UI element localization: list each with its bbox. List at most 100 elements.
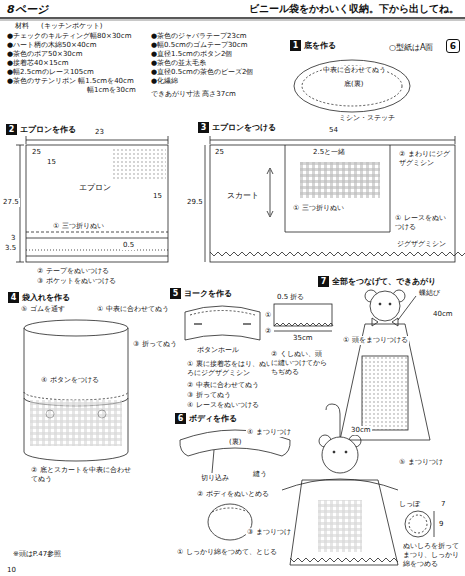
drawing-part xyxy=(285,145,286,232)
pattern-label: スカート xyxy=(226,190,260,201)
drawing-part xyxy=(210,136,211,144)
drawing-part xyxy=(274,323,333,326)
pattern-label: 3 xyxy=(10,234,16,243)
drawing-part xyxy=(212,508,248,512)
drawing-part xyxy=(274,304,332,326)
pattern-label: ② ボディをぬいとめる xyxy=(196,490,270,499)
pattern-label: ① 三つ折りぬい xyxy=(52,222,105,231)
drawing-part xyxy=(0,20,465,21)
pattern-label: ⑤ まつりつけ xyxy=(398,458,444,467)
pattern-label: ④ まつりつけ xyxy=(246,428,292,437)
drawing-part xyxy=(274,331,332,332)
drawing-part xyxy=(190,311,255,316)
step-title: エプロンをつける xyxy=(212,122,276,133)
sheet-number: 6 xyxy=(446,39,460,53)
pattern-label: 10 xyxy=(6,566,17,575)
step-title: 底を作る xyxy=(304,40,336,51)
drawing-part xyxy=(24,320,128,336)
step-title: 全部をつなげて、できあがり xyxy=(332,276,436,287)
drawing-part xyxy=(362,356,408,430)
pattern-label: 29.5 xyxy=(186,198,204,207)
step-number: 3 xyxy=(198,122,209,133)
step-number: 7 xyxy=(318,276,329,287)
pattern-label: 2.5と一緒 xyxy=(312,148,346,157)
pattern-label: ① 中表に合わせてぬう xyxy=(96,305,170,314)
drawing-part xyxy=(26,256,168,257)
pattern-label: 0.5 折る xyxy=(276,293,305,302)
pattern-label: ○型紙はA面 xyxy=(388,42,434,53)
pattern-label: 25 xyxy=(31,148,42,157)
drawing-part xyxy=(398,296,416,320)
pattern-label: 54 xyxy=(328,126,339,135)
drawing-part xyxy=(345,451,347,453)
drawing-part xyxy=(210,140,455,141)
pattern-label: 23 xyxy=(94,128,105,137)
pattern-label: ●幅2.5cmのレース105cm xyxy=(6,68,95,77)
drawing-part xyxy=(24,328,128,461)
pattern-label: ② くしぬい、頭に縫いつけてからちぢめる xyxy=(270,350,328,377)
page-title: ビニール袋をかわいく収納。下から出してね。 xyxy=(249,3,459,15)
step-heading: 1底を作る xyxy=(290,40,336,51)
pattern-label: 40cm xyxy=(432,310,454,319)
pattern-label: ジグザグミシン xyxy=(396,240,447,249)
step-title: ヨークを作る xyxy=(184,288,232,299)
step-number: 1 xyxy=(290,40,301,51)
drawing-part xyxy=(455,136,456,144)
drawing-part xyxy=(434,511,435,537)
pattern-label: 中表に合わせてぬう xyxy=(322,66,387,75)
pattern-label: ぬいしろを折ってまつり、しっかり綿をつめる xyxy=(402,542,462,569)
pattern-label: ② 中表に合わせてぬう xyxy=(186,381,260,390)
step-heading: 4袋入れを作る xyxy=(8,292,70,303)
pattern-label: (キッチンポケット) xyxy=(40,22,103,31)
drawing-part xyxy=(290,558,398,562)
drawing-part xyxy=(26,232,168,233)
pattern-label: 幅1cmを30cm xyxy=(86,86,137,95)
drawing-part xyxy=(294,60,410,112)
drawing-part xyxy=(16,262,24,263)
pattern-label: 25 xyxy=(214,148,225,157)
drawing-part xyxy=(185,306,260,340)
pattern-label: ① しっかり綿をつめて、とじる xyxy=(176,548,278,557)
pattern-label: できあがり寸法 高さ37cm xyxy=(150,90,237,99)
pattern-label: 底(裏) xyxy=(343,80,364,89)
pattern-label: ●直径1.5cmのボタン2個 xyxy=(150,50,233,59)
drawing-part xyxy=(210,252,465,256)
pattern-label: ミシン・ステッチ xyxy=(338,114,396,123)
pattern-label: しっぽ xyxy=(398,500,421,509)
step-number: 4 xyxy=(8,292,19,303)
step-heading: 5ヨークを作る xyxy=(170,288,232,299)
drawing-part xyxy=(300,162,380,198)
drawing-part xyxy=(24,392,128,400)
drawing-part xyxy=(318,500,362,552)
pattern-label: ③ 折ってぬう xyxy=(186,391,232,400)
pattern-label: 切り込み xyxy=(200,474,230,483)
drawing-part xyxy=(282,479,398,490)
pattern-label: ④ ボタンをつける xyxy=(40,376,100,385)
drawing-part xyxy=(270,170,271,215)
pattern-label: ① レースをぬいつける xyxy=(394,214,452,232)
pattern-label: 15 xyxy=(152,192,163,201)
pattern-label: ① 頭をまつりつける xyxy=(342,336,409,345)
drawing-part xyxy=(168,136,169,144)
drawing-part xyxy=(243,323,251,324)
drawing-part xyxy=(267,168,273,217)
drawing-part xyxy=(210,145,455,262)
drawing-part xyxy=(16,145,24,146)
pattern-label: ② まわりにジグザグミシン xyxy=(398,150,452,168)
drawing-part xyxy=(322,437,358,473)
pattern-label: ●接着芯40×15cm xyxy=(6,59,69,68)
pattern-label: エプロン xyxy=(78,182,112,193)
pattern-label: 9 xyxy=(438,520,444,529)
drawing-part xyxy=(340,324,430,440)
drawing-part xyxy=(26,250,168,251)
pattern-label: 3.5 xyxy=(4,244,17,253)
drawing-part xyxy=(389,303,391,305)
pattern-label: ●幅0.5cmのゴムテープ30cm xyxy=(150,41,248,50)
pattern-label: 30cm xyxy=(350,426,372,435)
drawing-part xyxy=(112,147,166,179)
drawing-part xyxy=(285,232,390,233)
pattern-label: ●チェックのキルティング幅80×30cm xyxy=(6,32,132,41)
pattern-label: ●茶色のボア50×30cm xyxy=(6,50,83,59)
step-number: 5 xyxy=(170,288,181,299)
